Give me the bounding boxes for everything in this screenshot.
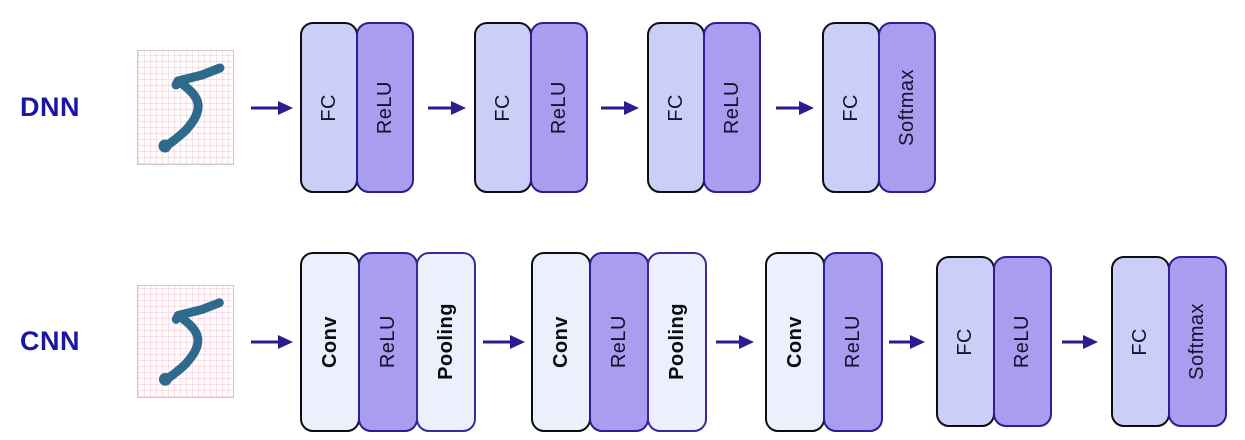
dnn-row-label: DNN <box>20 92 80 122</box>
cnn-layer-group-5: FC Softmax <box>1111 256 1227 427</box>
block-label: ReLU <box>373 80 396 135</box>
arrow-right-icon <box>601 100 639 115</box>
block-label: ReLU <box>841 314 864 369</box>
block-label: ReLU <box>1011 314 1033 369</box>
block-softmax: Softmax <box>1168 256 1227 427</box>
block-relu: ReLU <box>358 251 418 432</box>
block-conv: Conv <box>300 251 360 432</box>
block-label: ReLU <box>547 80 570 135</box>
arrow-right-icon <box>1062 334 1098 349</box>
dnn-layer-group-1: FC ReLU <box>300 22 414 193</box>
arrow-right-icon <box>716 334 754 349</box>
arrow-right-icon <box>428 100 466 115</box>
block-label: FC <box>664 93 687 122</box>
cnn-row: CNN Conv ReLU Pooling <box>0 250 1227 433</box>
block-pooling: Pooling <box>647 251 707 432</box>
block-label: FC <box>954 327 976 356</box>
block-label: Softmax <box>895 69 918 146</box>
block-label: Pooling <box>665 303 688 380</box>
block-label: Pooling <box>434 303 457 380</box>
block-label: ReLU <box>376 314 399 369</box>
block-fc: FC <box>936 256 995 427</box>
block-label: FC <box>839 93 862 122</box>
block-label: FC <box>491 93 514 122</box>
block-relu: ReLU <box>993 256 1052 427</box>
block-relu: ReLU <box>823 251 883 432</box>
handwritten-digit-5-image <box>137 50 234 165</box>
arrow-right-icon <box>483 334 525 349</box>
block-softmax: Softmax <box>878 22 936 193</box>
block-relu: ReLU <box>356 22 414 193</box>
cnn-row-label: CNN <box>20 326 80 356</box>
dnn-layer-group-2: FC ReLU <box>474 22 588 193</box>
arrow-right-icon <box>251 334 293 349</box>
block-relu: ReLU <box>530 22 588 193</box>
block-fc: FC <box>474 22 532 193</box>
block-fc: FC <box>822 22 880 193</box>
arrow-right-icon <box>889 334 925 349</box>
block-label: Conv <box>318 315 341 368</box>
arrow-right-icon <box>776 100 814 115</box>
block-fc: FC <box>300 22 358 193</box>
block-label: Conv <box>549 315 572 368</box>
block-label: Conv <box>783 315 806 368</box>
block-relu: ReLU <box>703 22 761 193</box>
block-pooling: Pooling <box>416 251 476 432</box>
block-relu: ReLU <box>589 251 649 432</box>
block-label: Softmax <box>1186 303 1208 380</box>
block-label: FC <box>1129 327 1151 356</box>
block-label: ReLU <box>607 314 630 369</box>
dnn-layer-group-3: FC ReLU <box>647 22 761 193</box>
block-label: FC <box>317 93 340 122</box>
handwritten-digit-5-image <box>137 285 234 398</box>
block-conv: Conv <box>765 251 825 432</box>
cnn-layer-group-4: FC ReLU <box>936 256 1052 427</box>
block-conv: Conv <box>531 251 591 432</box>
dnn-row: DNN FC ReLU FC <box>0 22 936 193</box>
block-fc: FC <box>1111 256 1170 427</box>
digit-5-glyph <box>158 298 224 386</box>
digit-5-glyph <box>158 63 225 153</box>
dnn-layer-group-4: FC Softmax <box>822 22 936 193</box>
cnn-layer-group-3: Conv ReLU <box>765 251 883 432</box>
block-label: ReLU <box>720 80 743 135</box>
cnn-layer-group-2: Conv ReLU Pooling <box>531 251 707 432</box>
cnn-layer-group-1: Conv ReLU Pooling <box>300 251 476 432</box>
arrow-right-icon <box>251 100 293 115</box>
block-fc: FC <box>647 22 705 193</box>
